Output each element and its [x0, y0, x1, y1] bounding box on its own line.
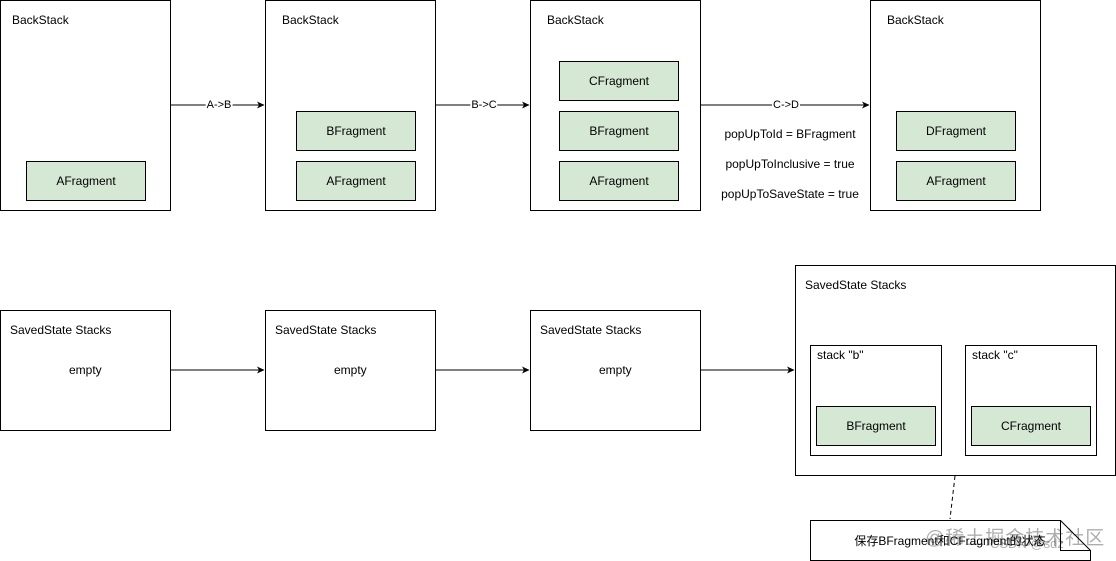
saved-state-title: SavedState Stacks [10, 323, 112, 337]
saved-state-1: SavedState Stacks empty [0, 310, 171, 431]
note: 保存BFragment和CFragment的状态 [810, 520, 1091, 561]
saved-state-content: empty [334, 363, 367, 377]
fragment-node: AFragment [26, 161, 146, 201]
watermark-sub: CSDN @sdz [990, 536, 1064, 551]
saved-state-title: SavedState Stacks [805, 278, 907, 292]
fragment-node: AFragment [896, 161, 1016, 201]
fragment-node: BFragment [296, 111, 416, 151]
transition-label: C->D [772, 99, 800, 111]
backstack-title: BackStack [282, 13, 339, 27]
backstack-title: BackStack [547, 13, 604, 27]
backstack-1: BackStack AFragment [0, 0, 171, 211]
fragment-node: AFragment [296, 161, 416, 201]
navigate-option: popUpToId = BFragment [724, 127, 856, 141]
saved-state-final: SavedState Stacks stack "b" BFragment st… [795, 265, 1116, 476]
note-shape [810, 520, 1091, 561]
backstack-2: BackStack BFragment AFragment [265, 0, 436, 211]
note-dashed-link [949, 475, 956, 520]
stack-b: stack "b" BFragment [810, 345, 942, 456]
backstack-title: BackStack [12, 13, 69, 27]
stack-label: stack "b" [817, 348, 864, 362]
transition-label: B->C [470, 99, 498, 111]
watermark: @稀土掘金技术社区 [925, 528, 1106, 549]
fragment-node: CFragment [971, 406, 1091, 446]
fragment-node: CFragment [559, 61, 679, 101]
saved-state-2: SavedState Stacks empty [265, 310, 436, 431]
fragment-node: DFragment [896, 111, 1016, 151]
saved-state-title: SavedState Stacks [275, 323, 377, 337]
fragment-node: AFragment [559, 161, 679, 201]
stack-label: stack "c" [972, 348, 1018, 362]
saved-state-title: SavedState Stacks [540, 323, 642, 337]
backstack-title: BackStack [887, 13, 944, 27]
fragment-node: BFragment [816, 406, 936, 446]
navigate-option: popUpToSaveState = true [721, 187, 859, 201]
saved-state-content: empty [69, 363, 102, 377]
fragment-node: BFragment [559, 111, 679, 151]
note-text: 保存BFragment和CFragment的状态 [854, 533, 1046, 548]
transition-label: A->B [205, 99, 233, 111]
backstack-3: BackStack CFragment BFragment AFragment [530, 0, 701, 211]
navigate-option: popUpToInclusive = true [725, 157, 855, 171]
stack-c: stack "c" CFragment [965, 345, 1097, 456]
saved-state-content: empty [599, 363, 632, 377]
backstack-4: BackStack DFragment AFragment [870, 0, 1041, 211]
saved-state-3: SavedState Stacks empty [530, 310, 701, 431]
